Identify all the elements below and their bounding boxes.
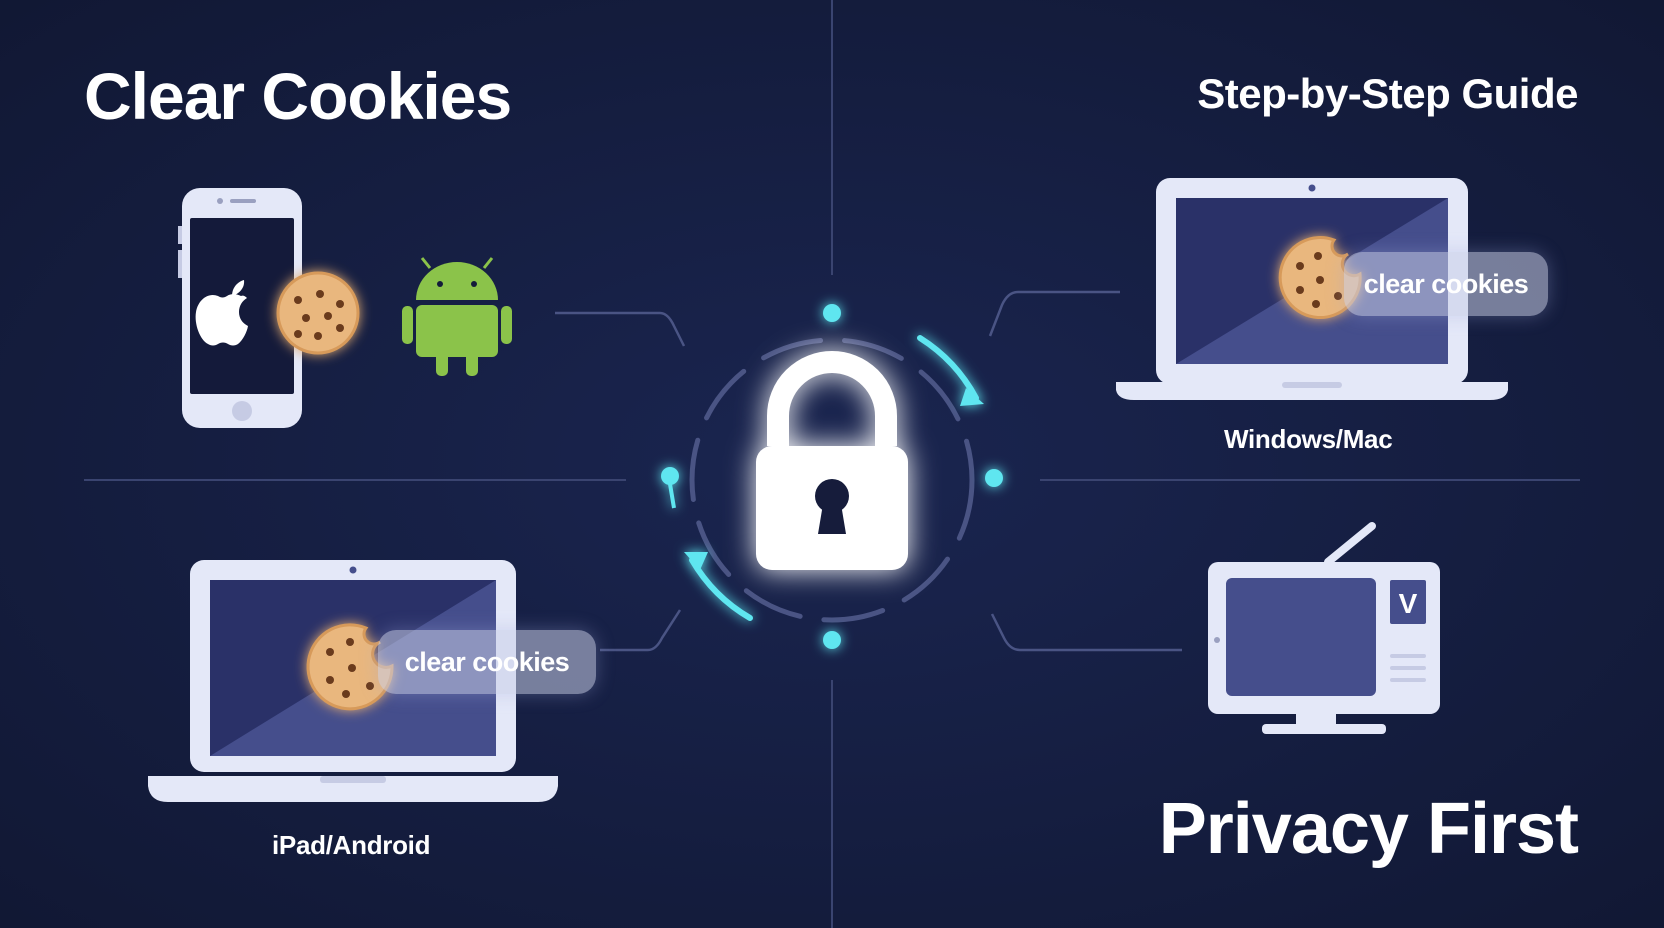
- lock-icon: [756, 351, 908, 570]
- tv-icon: [1208, 522, 1440, 734]
- guide-subtitle: Step-by-Step Guide: [1197, 70, 1578, 117]
- cookie-icon: [306, 623, 394, 711]
- cookie-icon: [276, 271, 360, 355]
- clear-cookies-badge: clear cookies: [1344, 252, 1548, 316]
- android-robot-icon: [402, 257, 512, 376]
- tv-badge-letter: V: [1399, 588, 1418, 619]
- glow-dots: [661, 304, 1003, 649]
- tv-badge: V: [1399, 588, 1418, 619]
- device-label-windows-mac: Windows/Mac: [1224, 424, 1393, 454]
- divider-lines: [84, 0, 1580, 928]
- apple-logo-icon: [195, 280, 248, 346]
- refresh-ring: [689, 335, 979, 623]
- clear-cookies-badge: clear cookies: [378, 630, 596, 694]
- privacy-tagline: Privacy First: [1158, 789, 1579, 869]
- page-title: Clear Cookies: [84, 59, 512, 133]
- connector-lines: [555, 290, 1182, 652]
- arrow-icon: [684, 388, 984, 570]
- cookie-icon: [1278, 236, 1362, 320]
- device-label-ipad-android: iPad/Android: [272, 830, 431, 860]
- phone-icon: [178, 188, 302, 428]
